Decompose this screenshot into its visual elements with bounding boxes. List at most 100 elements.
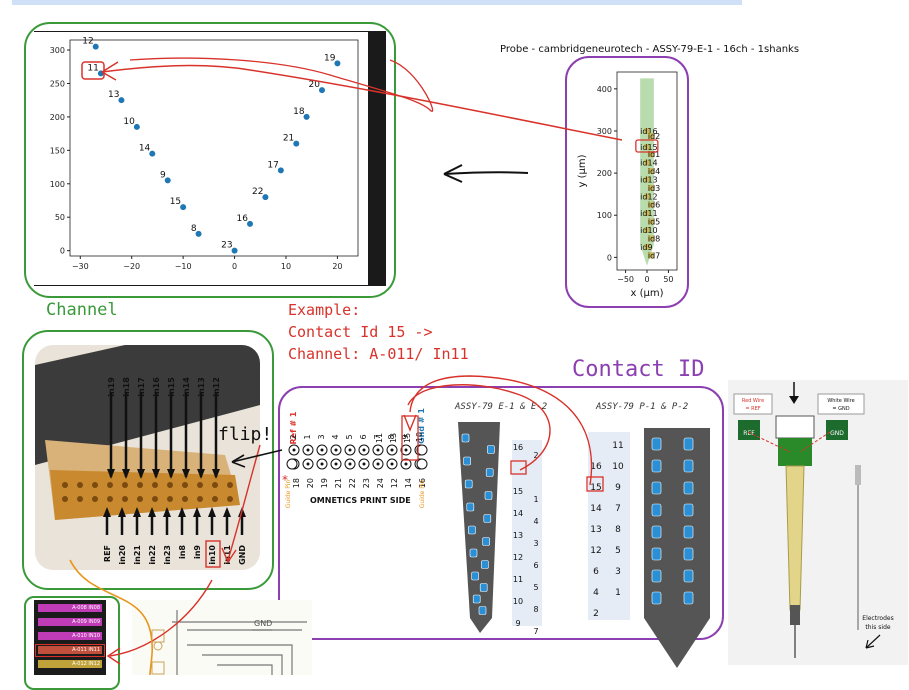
omnetics-pin-dot <box>320 462 324 466</box>
connector-top-label: in19 <box>107 377 116 397</box>
connector-pin <box>62 482 68 488</box>
assy-e-contact <box>461 433 470 443</box>
assy-e-contact <box>464 479 473 489</box>
probe-y-tick-label: 0 <box>607 253 612 262</box>
schematic-image: GND <box>132 600 312 675</box>
assy-p-contact-id: 15 <box>590 483 601 493</box>
connector-top-label: in15 <box>167 377 176 397</box>
channel-point-label: 18 <box>293 107 305 117</box>
connector-pin <box>167 496 173 502</box>
probe-contact-pad <box>647 201 654 208</box>
connector-pin <box>122 482 128 488</box>
channel-point <box>164 177 171 184</box>
assy-e-contact-id: 15 <box>513 487 523 496</box>
omnetics-top-number: 11 <box>375 433 384 443</box>
probe-contact-id: id8 <box>648 234 660 243</box>
probe-contact-id: id3 <box>648 184 660 193</box>
gnd-pad <box>826 420 848 440</box>
omnetics-top-number: 5 <box>345 434 354 439</box>
connector-bottom-arrowhead <box>148 507 156 517</box>
assy-e-contact <box>485 468 494 477</box>
omnetics-top-number: 10 <box>415 432 424 442</box>
probe-contact-pad <box>644 176 651 183</box>
assy-p-channel-id: 1 <box>615 588 621 598</box>
channel-point-label: 14 <box>139 144 151 154</box>
probe-contact-id: id14 <box>640 159 657 168</box>
omnetics-top-number: 7 <box>373 434 382 439</box>
probe-contact-pad <box>644 127 651 134</box>
omnetics-pin-dot <box>306 462 310 466</box>
omnetics-top-number: 2 <box>289 434 298 439</box>
probe-x-axis-label: x (μm) <box>630 288 663 299</box>
connector-pin <box>137 482 143 488</box>
connector-pin <box>152 482 158 488</box>
assy-e-contact <box>471 571 479 581</box>
probe-contact-pad <box>644 243 651 250</box>
probe-y-tick-label: 100 <box>597 211 612 220</box>
omnetics-bottom-number: 18 <box>292 478 301 488</box>
omnetics-print-side-label: OMNETICS PRINT SIDE <box>310 496 411 505</box>
assy-e-contact <box>472 594 481 604</box>
connector-pin <box>152 496 158 502</box>
omnetics-top-number: 15 <box>403 433 412 443</box>
assy-p-contact <box>683 525 694 539</box>
y-tick-label: 50 <box>55 213 65 222</box>
x-tick-label: 10 <box>281 262 291 271</box>
electrodes-arrow-head <box>865 639 875 649</box>
connector-pin <box>227 482 233 488</box>
probe-contact-pad <box>644 193 651 200</box>
channel-point <box>262 194 269 201</box>
omnetics-pin-dot <box>348 462 352 466</box>
assy-e-contact <box>478 606 487 615</box>
assy-p-table <box>588 432 630 620</box>
guide-pin-left: Guide Pin <box>285 480 292 509</box>
assy-e-contact <box>481 560 489 569</box>
channel-point-label: 13 <box>108 90 119 100</box>
omnetics-bottom-number: 19 <box>320 478 329 488</box>
assy-e-channel-id: 4 <box>533 517 538 526</box>
omnetics-pin-dot <box>376 462 380 466</box>
probe-contact-pad <box>647 168 654 174</box>
connector-top-arrowhead <box>182 469 190 479</box>
probe-contact-id: id16 <box>640 127 657 136</box>
connector-pin <box>197 496 203 502</box>
assy-p-channel-id: 3 <box>615 567 621 577</box>
connector-bottom-label: in8 <box>178 545 187 559</box>
channel-point-label: 19 <box>324 53 336 63</box>
connector-bottom-arrowhead <box>118 507 126 517</box>
assy-e-contact-id: 14 <box>513 509 523 518</box>
assy-p-contact <box>651 437 662 451</box>
connector-pin <box>77 482 83 488</box>
omnetics-top-number: 13 <box>389 433 398 443</box>
probe-contact-id: id9 <box>640 243 652 252</box>
assy-p-label: ASSY-79 P-1 & P-2 <box>596 402 689 412</box>
connector-top-arrowhead <box>197 469 205 479</box>
probe-contact-id: id6 <box>648 201 660 210</box>
channel-point-label: 15 <box>170 197 181 207</box>
assy-e-contact <box>487 445 495 454</box>
assy-p-contact-id: 6 <box>593 567 599 577</box>
channel-point <box>247 220 253 227</box>
omnetics-top-number: 3 <box>317 434 326 439</box>
assy-p-contact <box>683 591 694 605</box>
assy-p-contact <box>683 481 694 495</box>
omnetics-pin-dot <box>390 462 394 466</box>
assy-p-contact <box>651 459 662 473</box>
omnetics-top-number: 9 <box>401 434 410 439</box>
ribbon-row: A-010 IN10 <box>38 632 102 640</box>
omnetics-bottom-number: 23 <box>362 478 371 488</box>
connector-pins-area <box>50 470 240 520</box>
assy-p-contact <box>651 591 662 605</box>
channel-point <box>293 140 300 147</box>
connector-top-label: in12 <box>212 377 221 397</box>
ref-pad-label: REF <box>743 430 755 437</box>
omnetics-bottom-number: 14 <box>404 478 413 488</box>
flip-label: flip! <box>218 424 273 445</box>
assy-p-contact <box>683 459 694 473</box>
omnetics-pin-dot <box>376 448 380 452</box>
omnetics-pin-dot <box>292 448 296 452</box>
probe-contact-id: id4 <box>648 167 660 176</box>
